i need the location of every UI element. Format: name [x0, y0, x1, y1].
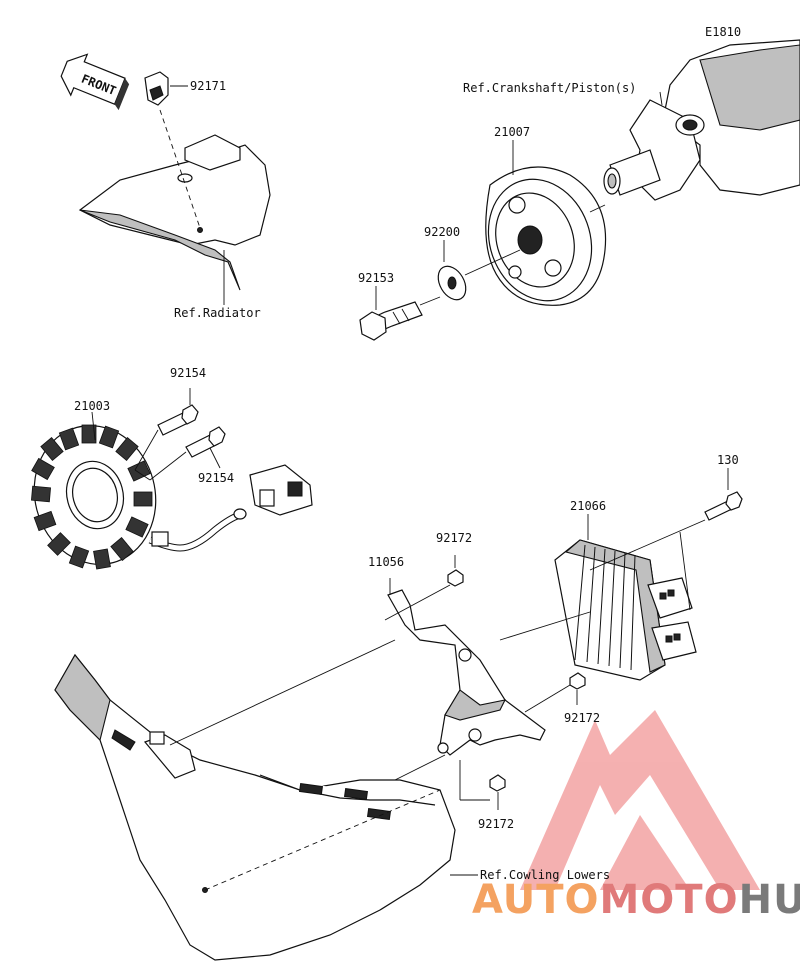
part-label-92172-top: 92172 — [436, 531, 472, 545]
part-label-11056: 11056 — [368, 555, 404, 569]
part-label-21007: 21007 — [494, 125, 530, 139]
crankshaft-illustration — [603, 39, 800, 201]
ref-crankshaft-label: Ref.Crankshaft/Piston(s) — [463, 81, 636, 95]
ref-radiator-label: Ref.Radiator — [174, 306, 261, 320]
part-label-21066: 21066 — [570, 499, 606, 513]
part-label-92154-side: 92154 — [198, 471, 234, 485]
watermark-part-auto: AUTO — [472, 877, 600, 923]
part-label-92153: 92153 — [358, 271, 394, 285]
diagram-code: E1810 — [705, 25, 741, 39]
part-label-92172-right: 92172 — [564, 711, 600, 725]
connector-illustration — [233, 464, 313, 520]
leader-line — [134, 469, 151, 481]
watermark-part-moto: MOTO — [600, 877, 739, 923]
part-label-130: 130 — [717, 453, 739, 467]
rotor-bolt-illustration — [359, 301, 423, 341]
washer-illustration — [437, 265, 467, 301]
stator-bolt-side-illustration — [185, 426, 226, 458]
ref-cowling-label: Ref.Cowling Lowers — [480, 868, 610, 882]
watermark-text: AUTOMOTOHUB — [472, 877, 800, 923]
part-label-21003: 21003 — [74, 399, 110, 413]
radiator-bracket-illustration — [78, 134, 271, 291]
alignment-line — [419, 296, 441, 306]
part-label-92171: 92171 — [190, 79, 226, 93]
alignment-line — [384, 584, 451, 621]
part-label-92172-bottom: 92172 — [478, 817, 514, 831]
leader-line — [91, 411, 96, 441]
alignment-line — [464, 249, 521, 276]
dashed-guide-line — [159, 109, 201, 229]
bracket-bolt-right-illustration — [569, 672, 586, 690]
regulator-illustration — [554, 539, 697, 681]
bracket-bolt-top-illustration — [447, 569, 464, 587]
front-arrow-icon: FRONT — [60, 53, 130, 111]
part-label-92200: 92200 — [424, 225, 460, 239]
part-label-92154-top: 92154 — [170, 366, 206, 380]
leader-line — [679, 531, 691, 611]
alignment-line — [524, 684, 571, 713]
alignment-line — [589, 204, 606, 213]
alignment-line — [169, 639, 396, 746]
bracket-bolt-bottom-illustration — [489, 774, 506, 792]
watermark-part-hub: HUB — [739, 877, 800, 923]
dashed-guide-line — [204, 789, 441, 891]
alignment-line — [499, 611, 591, 641]
clip-illustration — [144, 71, 169, 106]
leader-line — [209, 447, 221, 469]
leader-line — [134, 429, 159, 471]
regulator-bolt-illustration — [704, 491, 743, 521]
leader-line — [149, 451, 187, 481]
cowling-lower-illustration — [54, 653, 456, 961]
stator-bolt-top-illustration — [157, 404, 199, 436]
rotor-illustration — [485, 166, 607, 306]
alignment-line — [394, 754, 446, 781]
leader-line — [659, 91, 663, 106]
stator-illustration — [30, 424, 157, 570]
watermark-logo-icon — [520, 710, 760, 890]
stator-wire-illustration — [148, 511, 242, 552]
alignment-line — [589, 519, 706, 571]
bracket-illustration — [387, 589, 546, 756]
